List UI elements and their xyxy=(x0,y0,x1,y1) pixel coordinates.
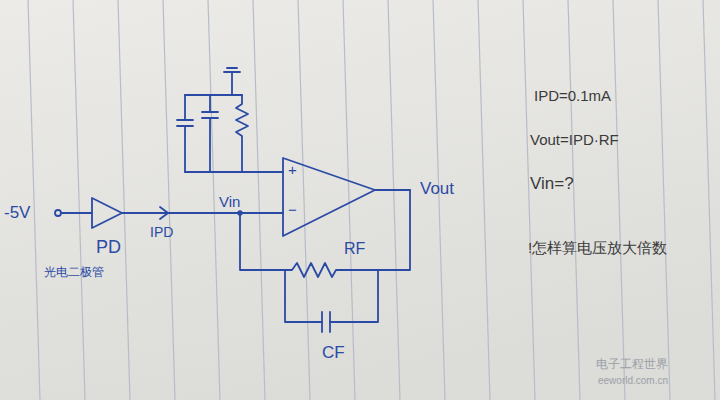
signal-name: IPD xyxy=(150,225,173,240)
watermark: eeworld.com.cn xyxy=(598,375,668,386)
resistor-symbol xyxy=(285,263,340,277)
wire xyxy=(122,212,283,214)
resistor-symbol xyxy=(236,95,248,172)
ground-symbol xyxy=(224,71,240,73)
wire xyxy=(61,212,92,214)
wire xyxy=(185,94,242,96)
supply-voltage: -5V xyxy=(4,204,30,223)
wire xyxy=(185,171,283,173)
pin-name: + xyxy=(288,162,297,179)
wire xyxy=(231,72,233,95)
current-arrow xyxy=(160,207,168,219)
part-name: RF xyxy=(344,240,365,258)
wire xyxy=(285,270,322,322)
part-name: CF xyxy=(322,344,345,363)
note-text: IPD=0.1mA xyxy=(534,88,611,105)
watermark: 电子工程世界 xyxy=(596,358,668,371)
wire xyxy=(375,189,410,191)
signal-name: Vin xyxy=(219,194,240,211)
wire xyxy=(240,213,285,270)
photodiode-symbol xyxy=(92,198,122,228)
part-name: PD xyxy=(96,238,121,258)
note-text: !怎样算电压放大倍数 xyxy=(528,240,667,257)
note-text: Vout=IPD·RF xyxy=(530,132,619,149)
signal-name: Vout xyxy=(420,180,454,199)
pin-name: − xyxy=(288,202,297,219)
wire xyxy=(330,270,378,322)
ground-symbol xyxy=(227,67,237,69)
opamp-symbol xyxy=(283,158,375,236)
capacitor-symbol xyxy=(177,95,193,172)
part-note: 光电二极管 xyxy=(44,266,104,279)
wire xyxy=(340,190,410,270)
ruled-lines xyxy=(28,0,715,400)
note-text: Vin=? xyxy=(530,175,574,194)
capacitor-plate xyxy=(321,312,323,332)
capacitor-symbol xyxy=(202,95,218,172)
